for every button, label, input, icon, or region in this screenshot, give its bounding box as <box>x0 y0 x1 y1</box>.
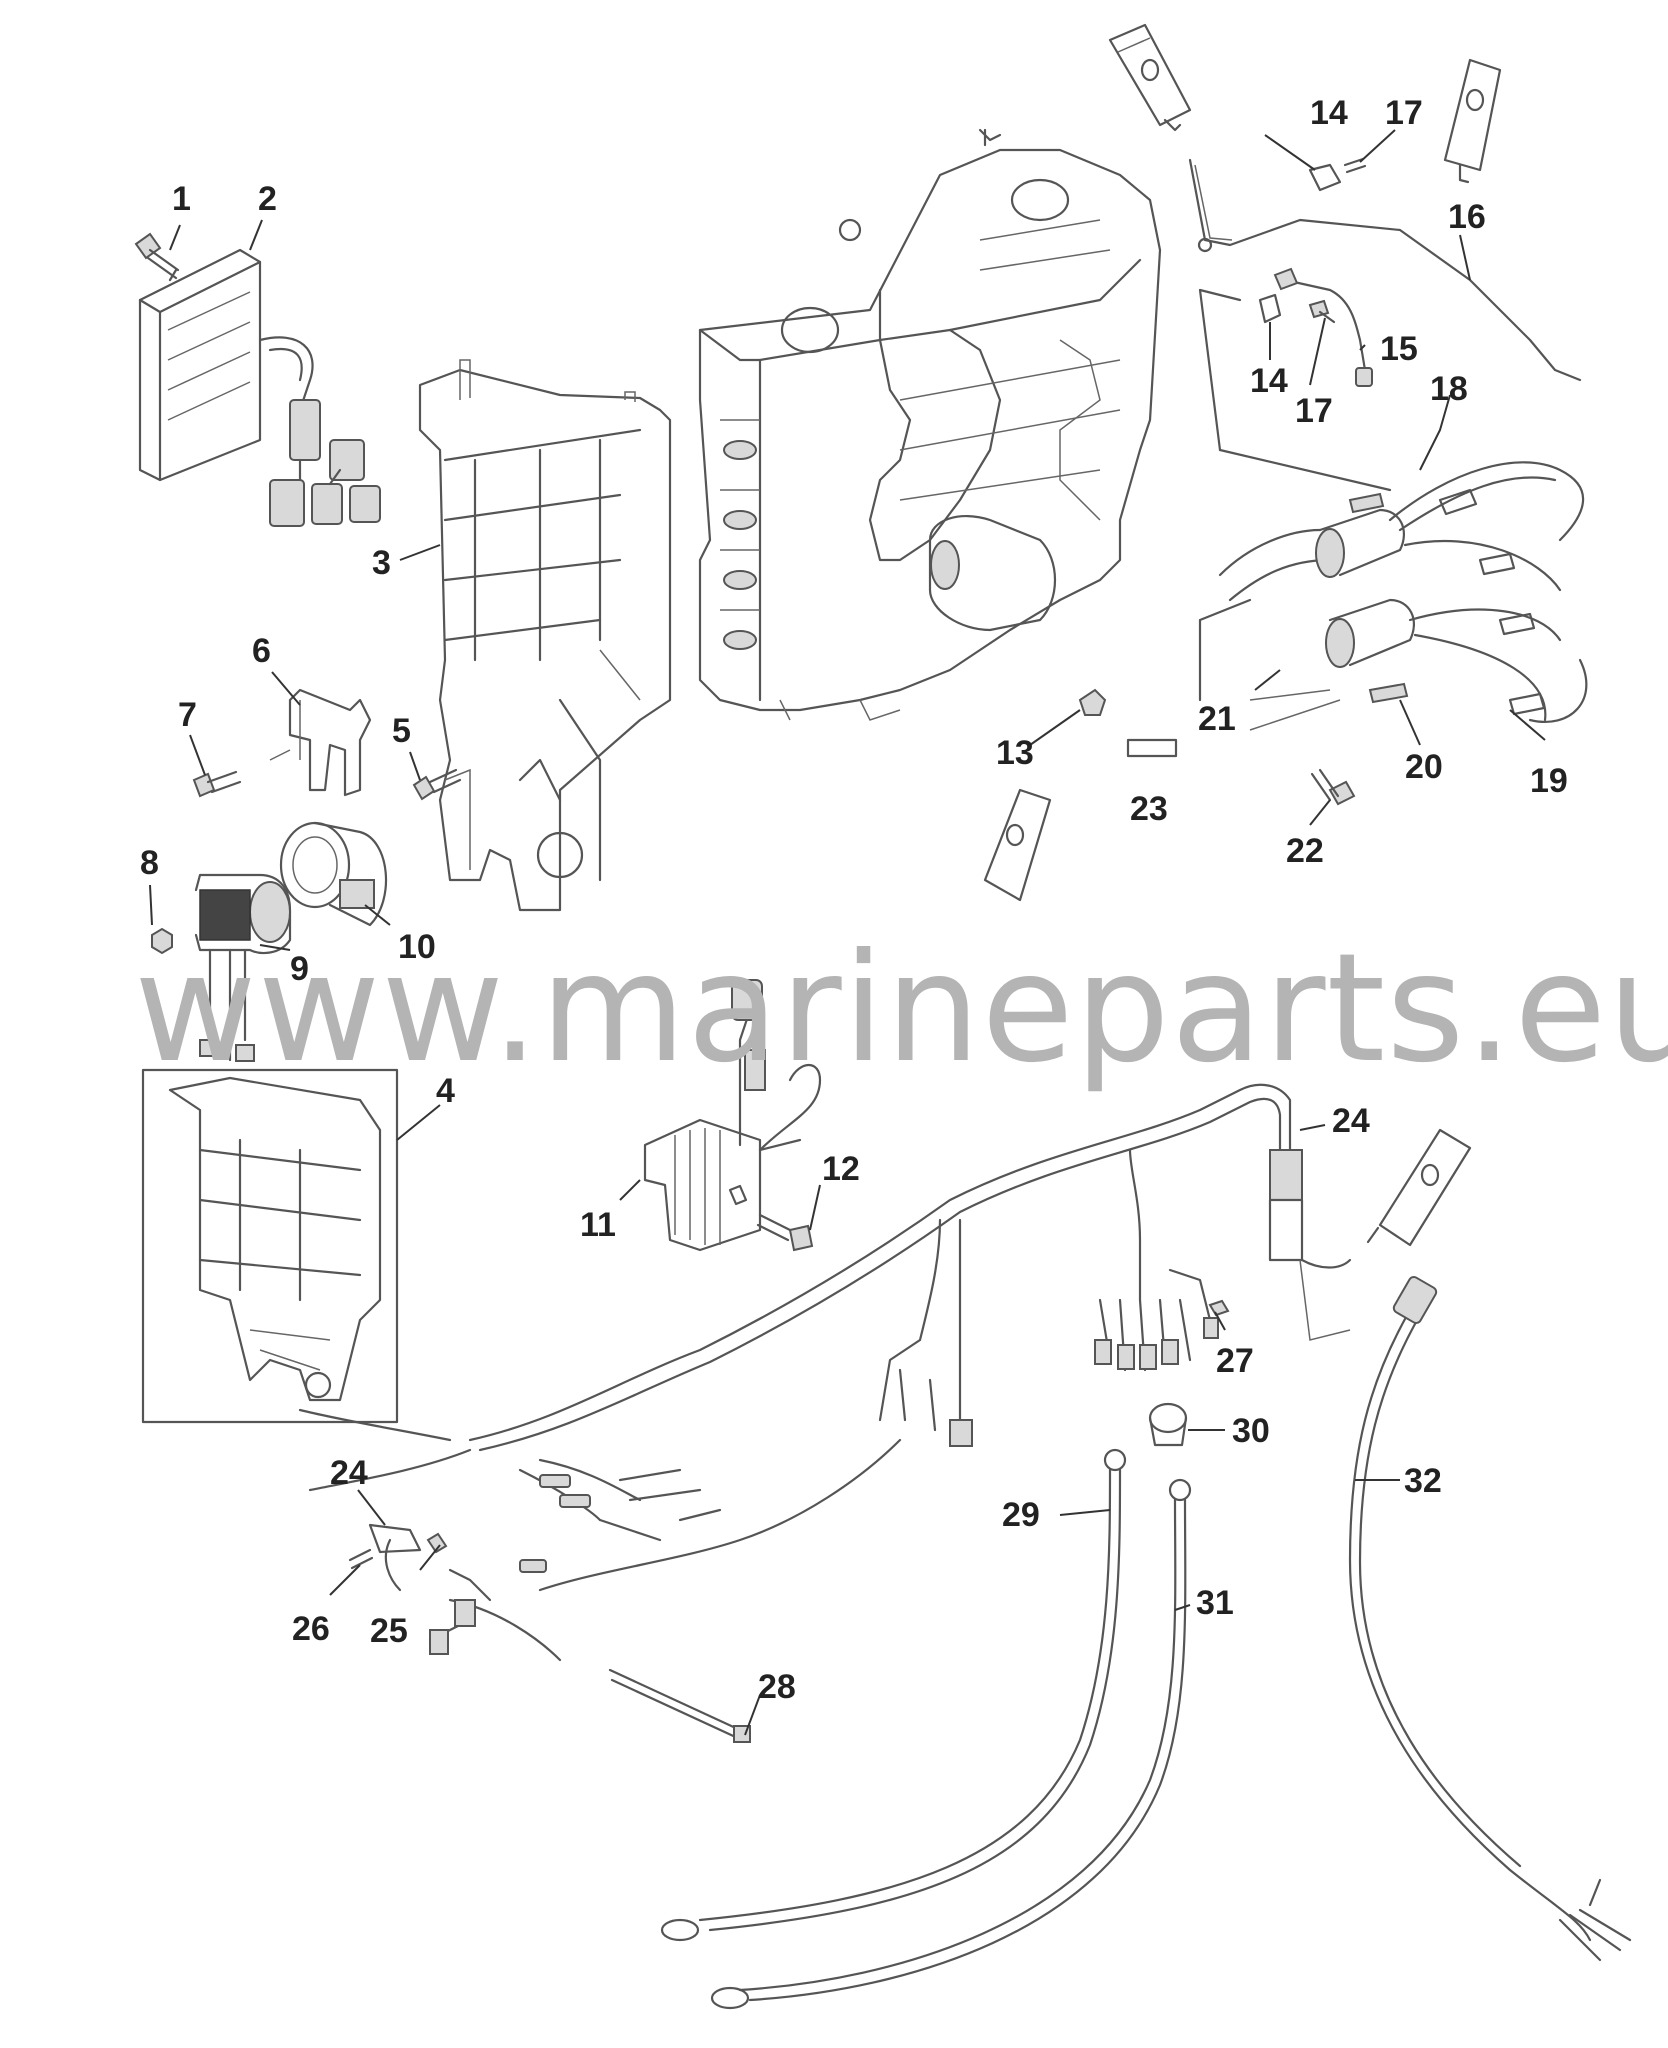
callout-29: 29 <box>1002 1496 1040 1534</box>
watermark-text: www.marineparts.eu <box>134 922 1668 1096</box>
part-2-module <box>138 248 381 527</box>
part-15-sensor <box>1273 267 1373 387</box>
callout-20: 20 <box>1405 748 1443 786</box>
callout-17-top: 17 <box>1385 94 1423 132</box>
part-11-rectifier <box>643 979 822 1252</box>
part-30-cap <box>1148 1402 1188 1447</box>
callout-12: 12 <box>822 1150 860 1188</box>
callout-1: 1 <box>172 180 191 218</box>
part-8-nut <box>151 927 173 955</box>
callout-24-right: 24 <box>1332 1102 1370 1140</box>
callout-19: 19 <box>1530 762 1568 800</box>
part-28-cable-tie <box>608 1668 751 1743</box>
part-29-battery-cable <box>660 1448 1127 1942</box>
part-3-bracket <box>418 359 672 912</box>
callout-32: 32 <box>1404 1462 1442 1500</box>
callout-2: 2 <box>258 180 277 218</box>
part-7-bolt <box>192 770 242 798</box>
part-24-main-harness <box>298 1083 1352 1662</box>
sealant-tube-top <box>1108 23 1192 132</box>
callout-15: 15 <box>1380 330 1418 368</box>
callout-3: 3 <box>372 544 391 582</box>
callout-11: 11 <box>580 1206 616 1244</box>
sealant-tube-right-mid <box>1366 1128 1472 1247</box>
callout-6: 6 <box>252 632 271 670</box>
part-14-17-clip-top <box>1308 157 1367 192</box>
part-1-bolt <box>134 232 180 282</box>
part-32-trim-cable <box>1348 1276 1632 1962</box>
callout-25: 25 <box>370 1612 408 1650</box>
callout-30: 30 <box>1232 1412 1270 1450</box>
sealant-tube-bottom <box>983 788 1052 902</box>
callout-16: 16 <box>1448 198 1486 236</box>
callout-31: 31 <box>1196 1584 1234 1622</box>
part-6-clamp <box>269 688 372 797</box>
callout-8: 8 <box>140 844 159 882</box>
callout-4: 4 <box>436 1072 455 1110</box>
callout-28: 28 <box>758 1668 796 1706</box>
callout-21: 21 <box>1198 700 1236 738</box>
callout-14-lower: 14 <box>1250 362 1288 400</box>
part-18-21-ignition-coils <box>1198 288 1588 731</box>
part-22-bolt <box>1310 768 1356 806</box>
part-16-ground-wire <box>1188 158 1582 382</box>
callout-labels: 1 2 3 4 5 6 7 8 9 10 11 12 13 14 14 15 1… <box>140 94 1568 1706</box>
callout-22: 22 <box>1286 832 1324 870</box>
part-23-tag <box>1126 738 1178 758</box>
part-10-sleeve <box>279 821 388 927</box>
part-14-17-clip-lower <box>1258 293 1336 324</box>
part-31-battery-cable <box>710 1478 1192 2010</box>
part-4-assembly-box <box>141 1068 399 1424</box>
callout-7: 7 <box>178 696 197 734</box>
leader-lines <box>149 129 1546 1736</box>
part-25-26-fastener <box>348 1523 492 1602</box>
part-12-bolt <box>728 1184 814 1252</box>
engine-block <box>698 128 1162 721</box>
callout-14-top: 14 <box>1310 94 1348 132</box>
part-9-coil <box>194 873 292 1062</box>
callout-13: 13 <box>996 734 1034 772</box>
callout-10: 10 <box>398 928 436 966</box>
part-5-bolt <box>412 768 462 801</box>
callout-23: 23 <box>1130 790 1168 828</box>
callout-27: 27 <box>1216 1342 1254 1380</box>
callout-24-left: 24 <box>330 1454 368 1492</box>
callout-26: 26 <box>292 1610 330 1648</box>
part-13-sensor <box>1078 688 1107 716</box>
part-27-connector <box>1208 1299 1230 1317</box>
callout-9: 9 <box>290 950 309 988</box>
callout-18: 18 <box>1430 370 1468 408</box>
callout-5: 5 <box>392 712 411 750</box>
callout-17-lower: 17 <box>1295 392 1333 430</box>
sealant-tube-right-top <box>1443 58 1502 184</box>
